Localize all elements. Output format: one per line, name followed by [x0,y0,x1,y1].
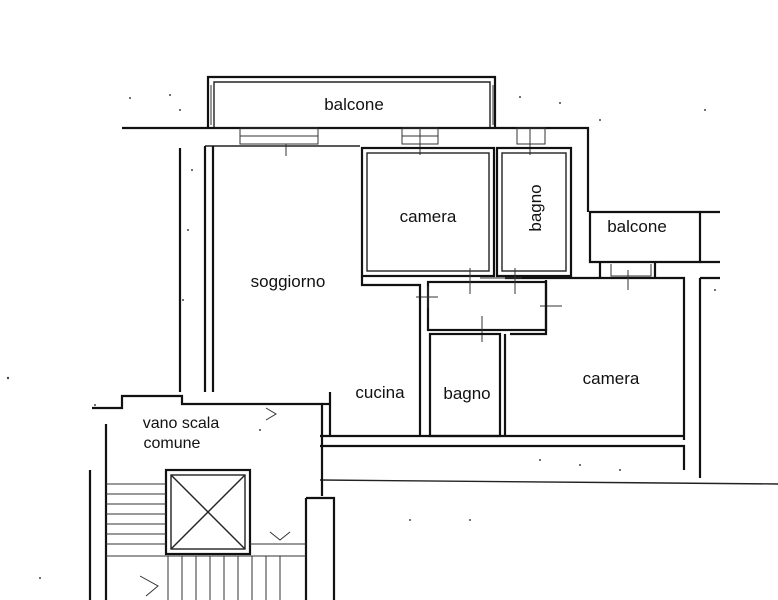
label-vano-scala: vano scala [143,415,220,432]
room-bagno-top [480,146,573,279]
outer-walls [122,126,778,485]
label-comune: comune [144,435,201,452]
room-camera-right [503,264,652,436]
label-bagno-bottom: bagno [443,384,490,403]
label-camera-right: camera [583,369,640,388]
room-camera-top [360,146,496,278]
label-soggiorno: soggiorno [251,272,326,291]
top-windows [239,127,546,156]
room-labels: balcone camera bagno balcone soggiorno c… [143,95,667,452]
living-kitchen-walls [328,276,422,436]
stair-steps [106,483,306,600]
label-bagno-top: bagno [526,184,545,231]
stairwell [88,394,336,600]
label-camera-top: camera [400,207,457,226]
label-cucina: cucina [355,383,405,402]
room-bagno-bottom [428,332,502,438]
label-balcone-right: balcone [607,217,667,236]
scan-noise [6,94,716,579]
balcony-top [206,75,497,128]
label-balcone-top: balcone [324,95,384,114]
